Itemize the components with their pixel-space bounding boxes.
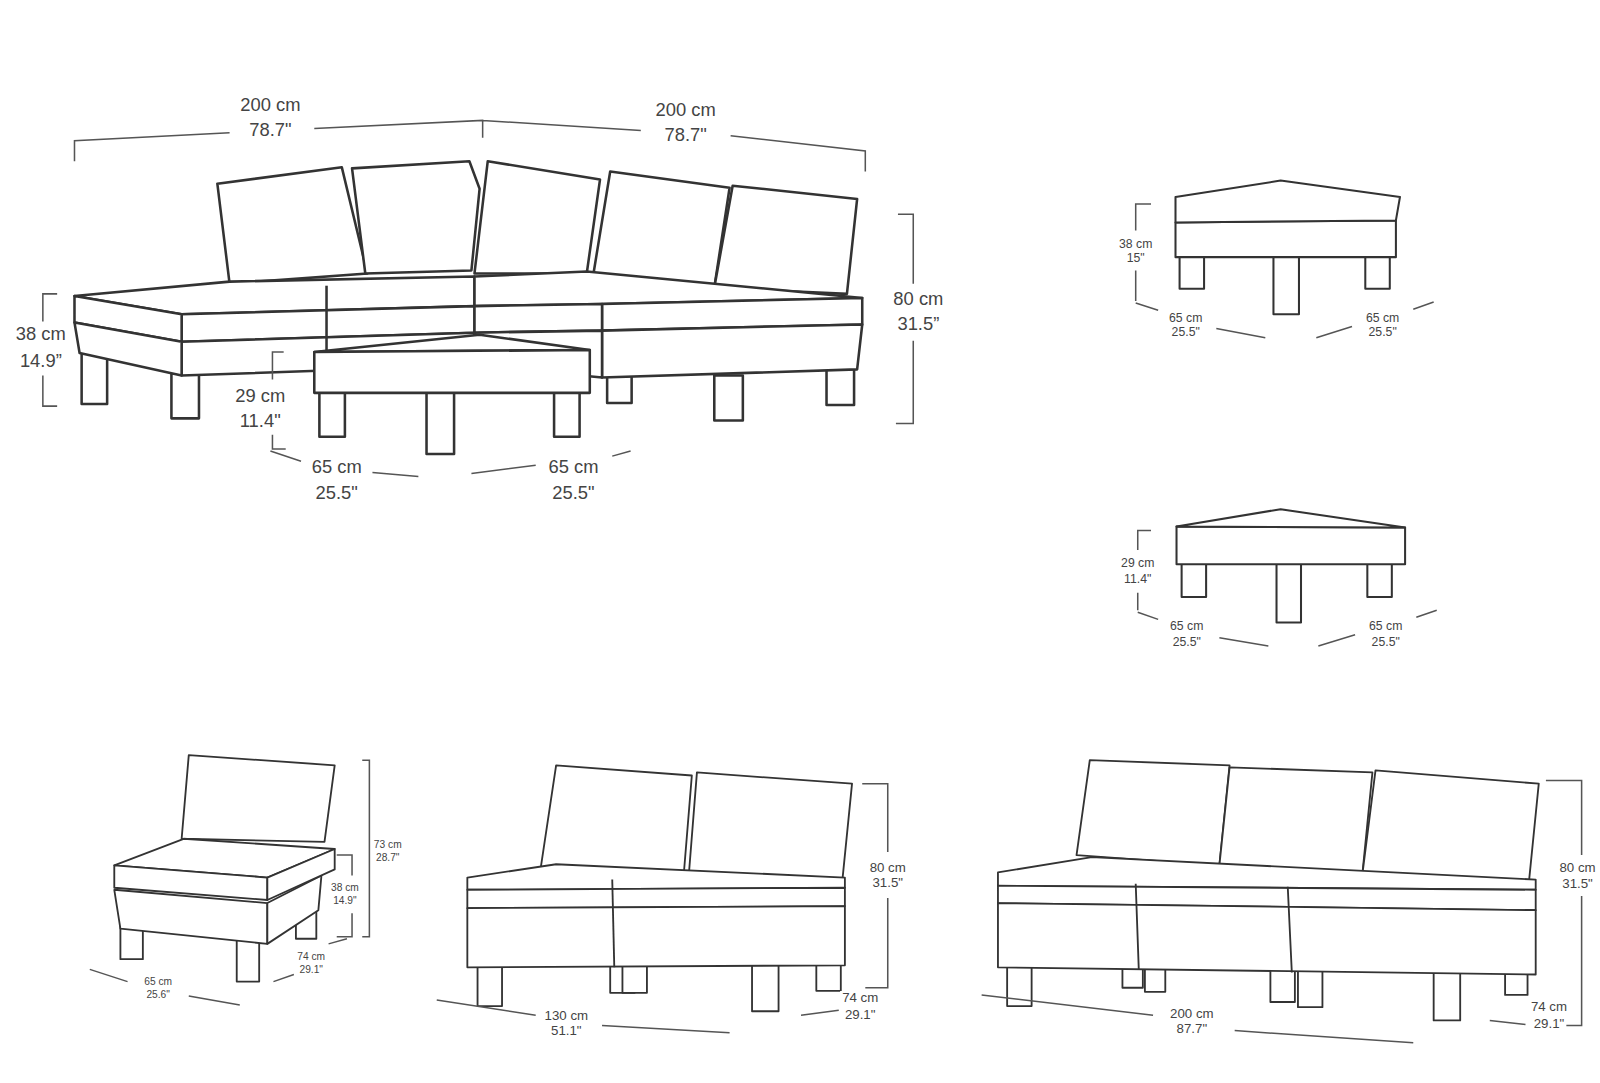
- single-chair: [114, 755, 334, 982]
- dimension-label: 25.5": [1170, 326, 1202, 339]
- dimension-label: 51.1": [549, 1024, 584, 1038]
- dimension-label: 80 cm: [868, 860, 908, 874]
- dimension-label: 25.5": [314, 483, 360, 502]
- dimension-label: 31.5": [870, 876, 905, 890]
- dimension-label: 29.1": [1532, 1017, 1567, 1031]
- dimension-label: 15": [1125, 252, 1147, 265]
- dimension-label: 31.5": [1560, 877, 1595, 891]
- dimension-label: 130 cm: [543, 1008, 591, 1022]
- dimension-label: 65 cm: [1167, 312, 1204, 325]
- dimension-label: 65 cm: [546, 458, 600, 477]
- dimension-label: 74 cm: [295, 952, 327, 963]
- dimension-label: 14.9”: [18, 352, 64, 371]
- dimension-label: 65 cm: [1364, 312, 1401, 325]
- dimension-label: 65 cm: [1168, 620, 1205, 633]
- dimension-label: 200 cm: [1168, 1006, 1216, 1020]
- dimension-label: 28.7": [374, 853, 402, 864]
- dimension-label: 11.4": [238, 412, 283, 431]
- dimension-label: 80 cm: [891, 289, 945, 308]
- dimension-label: 29.1": [843, 1007, 878, 1021]
- dimension-label: 25.5": [1370, 635, 1402, 648]
- dimension-label: 73 cm: [372, 840, 404, 851]
- dimension-label: 25.5": [1171, 635, 1203, 648]
- loveseat: [467, 765, 852, 1011]
- dimension-label: 78.7": [663, 126, 709, 145]
- dimension-label: 74 cm: [1529, 1000, 1569, 1014]
- dimension-label: 25.5": [550, 483, 596, 502]
- dimension-label: 38 cm: [1117, 237, 1154, 250]
- dimension-label: 29 cm: [1119, 557, 1156, 570]
- dimension-label: 80 cm: [1557, 860, 1597, 874]
- dimension-label: 29.1": [297, 965, 325, 976]
- ottoman-and-table: [1176, 181, 1406, 623]
- dimension-label: 14.9": [331, 896, 359, 907]
- dimension-label: 31.5”: [895, 315, 941, 334]
- dimension-label: 87.7": [1175, 1022, 1210, 1036]
- sectional-sofa: [74, 161, 862, 454]
- dimension-label: 38 cm: [329, 882, 361, 893]
- dimension-label: 65 cm: [310, 458, 364, 477]
- dimension-lines: [43, 120, 1582, 1042]
- dimension-label: 200 cm: [238, 95, 302, 114]
- three-seat-sofa: [998, 760, 1539, 1020]
- dimension-label: 74 cm: [840, 991, 880, 1005]
- dimension-label: 25.6": [144, 990, 172, 1001]
- dimension-label: 11.4": [1122, 573, 1153, 586]
- dimension-label: 65 cm: [1367, 620, 1404, 633]
- dimension-label: 38 cm: [14, 325, 68, 344]
- dimension-label: 29 cm: [233, 386, 287, 405]
- dimension-label: 200 cm: [654, 101, 718, 120]
- dimension-label: 78.7": [247, 121, 293, 140]
- dimension-label: 25.5": [1367, 326, 1399, 339]
- dimension-label: 65 cm: [142, 977, 174, 988]
